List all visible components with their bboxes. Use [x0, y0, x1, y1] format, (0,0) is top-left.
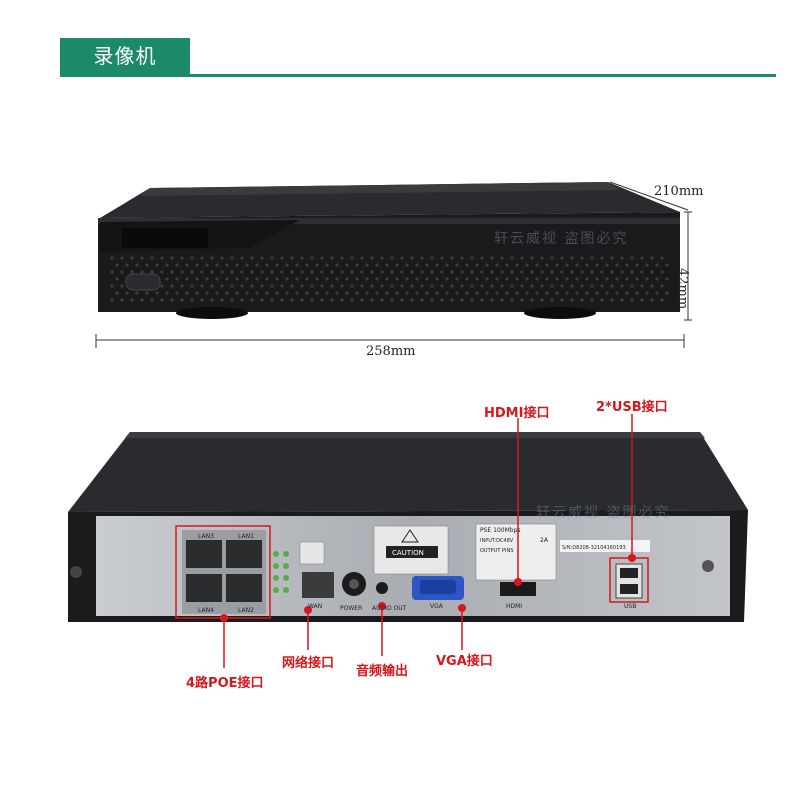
vga-callout: VGA接口: [436, 654, 493, 669]
label-pse: PSE 100Mbps: [480, 527, 521, 534]
watermark: 轩云威视 盗图必究: [536, 505, 671, 521]
hdmi-callout: HDMI接口: [484, 406, 550, 421]
label-hdmi: HDMI: [506, 603, 522, 610]
label-lan3: LAN3: [198, 533, 214, 540]
label-serial: S/N:D8208-32104160193: [562, 545, 626, 551]
usb-callout: 2*USB接口: [596, 400, 668, 415]
height-dimension: 42mm: [675, 268, 690, 310]
label-usb: USB: [624, 603, 636, 610]
label-lan2: LAN2: [238, 607, 254, 614]
label-lan4: LAN4: [198, 607, 214, 614]
label-input: INPUT:DC48V: [480, 538, 514, 544]
label-amps: 2A: [540, 537, 549, 544]
poe-callout: 4路POE接口: [186, 676, 264, 691]
audio-callout: 音频输出: [356, 664, 409, 679]
watermark: 轩云威视 盗图必究: [494, 231, 629, 247]
depth-dimension: 210mm: [654, 184, 704, 199]
label-audio-out: AUDIO OUT: [372, 605, 407, 612]
label-vga: VGA: [430, 603, 444, 610]
network-callout: 网络接口: [282, 656, 335, 671]
label-power: POWER: [340, 605, 362, 612]
title-divider: [60, 74, 776, 77]
label-caution: CAUTION: [392, 549, 424, 557]
label-wan: WAN: [308, 603, 322, 610]
label-output-pins: OUTPUT PINS: [480, 548, 513, 554]
label-lan1: LAN1: [238, 533, 254, 540]
page-title: 录像机: [60, 38, 190, 74]
width-dimension: 258mm: [366, 344, 416, 359]
